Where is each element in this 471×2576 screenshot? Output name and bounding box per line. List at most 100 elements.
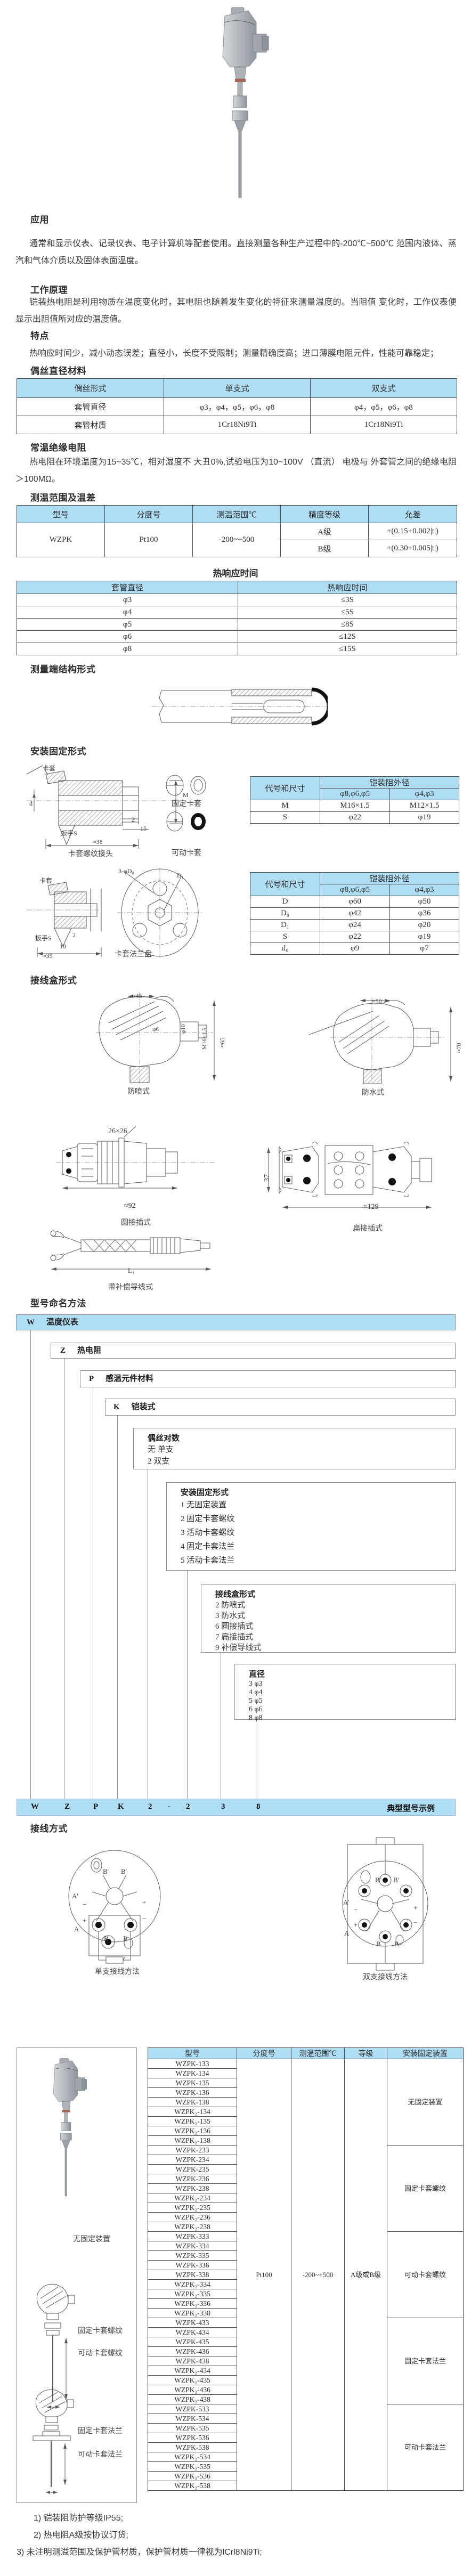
model-cell: WZPK₂-334 <box>148 2279 237 2289</box>
round-connector-caption: 圆接插式 <box>121 1219 151 1227</box>
mounting-header: 铠装阻外径 <box>319 872 460 884</box>
mounting-cell: φ42 <box>320 907 390 920</box>
model-cell: WZPK-134 <box>148 2068 237 2078</box>
model-cell: WZPK-536 <box>148 2433 237 2443</box>
response-cell: ≤3S <box>238 594 457 606</box>
mounting-cell: φ22 <box>320 931 390 943</box>
naming-level-title: 接线盒形式 <box>215 1590 256 1599</box>
response-header: 套管直径 <box>17 581 238 594</box>
naming-option: 2 防喷式 <box>215 1601 246 1610</box>
dim-label: d <box>29 800 33 807</box>
dim-label: M <box>183 791 189 799</box>
section-title-insulation: 常温绝缘电阻 <box>30 443 86 453</box>
range-cell: -200~+500 <box>291 2059 345 2491</box>
response-header: 热响应时间 <box>238 581 457 594</box>
application-paragraph: 通常和显示仪表、记录仪表、电子计算机等配套使用。直接测量各种生产过程中的-200… <box>15 239 457 265</box>
naming-option: 2 固定卡套螺纹 <box>181 1515 235 1523</box>
naming-connector-line <box>187 1571 188 1799</box>
model-cell: WZPK₂-136 <box>148 2126 237 2136</box>
model-cell: WZPK-433 <box>148 2318 237 2328</box>
mounting-cell: φ50 <box>389 896 460 908</box>
model-cell: WZPK-434 <box>148 2327 237 2337</box>
model-cell: WZPK-438 <box>148 2356 237 2366</box>
dim-label: A' <box>72 1892 78 1900</box>
model-cell: WZPK-436 <box>148 2346 237 2356</box>
wire-header: 偶丝形式 <box>17 378 164 398</box>
naming-example-char: 8 <box>256 1802 261 1811</box>
dim-label: ≈45 <box>132 992 142 999</box>
model-cell: WZPK₂-535 <box>148 2461 237 2472</box>
dim-label: 3-φD₀ <box>118 867 134 875</box>
mounting-table-thread: 代号和尺寸 铠装阻外径 φ8,φ6,φ5 φ4,φ3 M M16×1.5 M12… <box>250 776 460 824</box>
naming-connector-line <box>30 1330 31 1799</box>
dim-label: 2 <box>132 816 135 823</box>
mount-group-cell: 无固定装置 <box>387 2059 464 2146</box>
dim-label: B <box>104 1935 109 1943</box>
naming-option: 5 φ5 <box>249 1697 263 1705</box>
naming-option: 6 圆接插式 <box>215 1622 254 1631</box>
junction-water-drawing: ≈50 ≈70 <box>309 997 469 1100</box>
model-cell: WZPK-136 <box>148 2087 237 2098</box>
selection-header: 等级 <box>344 2047 387 2059</box>
dim-label: 卡套 <box>43 765 56 772</box>
section-title-principle: 工作原理 <box>30 285 68 295</box>
grade-cell: A级或B级 <box>344 2059 387 2491</box>
grade-cell: A级 <box>280 523 369 540</box>
section-title-features: 特点 <box>30 331 49 341</box>
graduation-cell: Pt100 <box>237 2059 291 2491</box>
model-cell: WZPK-334 <box>148 2241 237 2251</box>
dim-label: ≈70 <box>455 1043 462 1053</box>
naming-example-char: W <box>31 1802 39 1811</box>
naming-level-label: 温度仪表 <box>46 1318 79 1327</box>
range-tolerance-table: 型号 分度号 测温范围℃ 精度等级 允差 WZPK Pt100 -200~+50… <box>17 505 457 557</box>
naming-option: 2 双支 <box>148 1457 170 1466</box>
dim-label: ≈50 <box>372 997 382 1005</box>
mounting-cell: S <box>250 811 320 824</box>
wire-header: 单支式 <box>164 378 311 398</box>
dim-label: B' <box>375 1876 381 1884</box>
selection-header: 测温范围℃ <box>291 2047 345 2059</box>
naming-level-label: 铠装式 <box>131 1402 156 1411</box>
dim-label: − <box>413 1919 418 1927</box>
dim-label: ≈92 <box>124 1202 136 1210</box>
dim-label: ≈65 <box>218 1037 226 1047</box>
round-connector-drawing: 26×26≈92 <box>56 1125 216 1226</box>
dim-label: φ6 <box>152 1026 159 1033</box>
naming-option: 7 扁接插式 <box>215 1633 254 1642</box>
dim-label: 2 <box>72 931 76 939</box>
response-cell: φ8 <box>17 643 238 655</box>
dim-label: ≈129 <box>363 1203 379 1211</box>
panel-caption-movable-thread: 可动卡套螺纹 <box>78 2350 123 2358</box>
mounting-cell: φ20 <box>389 919 460 931</box>
note-2: 2) 热电阻A级按协议订货; <box>34 2531 128 2540</box>
section-title-tip: 测量端结构形式 <box>30 664 96 675</box>
features-paragraph: 热响应时间少，减小动态误差；直径小，长度不受限制；测量精确度高；进口薄膜电阻元件… <box>29 349 439 358</box>
response-cell: φ3 <box>17 594 238 606</box>
tolerance-cell: +(0.30+0.005|t|) <box>368 540 457 557</box>
response-time-table: 套管直径 热响应时间 φ3≤3S φ4≤5S φ5≤8S φ6≤12S φ8≤1… <box>17 581 457 655</box>
mounting-cell: d₀ <box>250 942 320 955</box>
wire-cell: 套管材质 <box>17 416 164 434</box>
dim-label: 卡套 <box>39 877 53 884</box>
dim-label: − <box>83 1900 87 1908</box>
model-cell: WZPK₂-435 <box>148 2375 237 2385</box>
response-cell: ≤15S <box>238 643 457 655</box>
panel-flange-drawing <box>33 2389 74 2494</box>
naming-option: 1 无固定装置 <box>181 1501 227 1509</box>
dim-label: L₁ <box>128 1266 135 1274</box>
naming-example-char: 3 <box>221 1802 225 1811</box>
naming-code-letter: P <box>89 1375 94 1383</box>
dim-label: 扳手S <box>61 830 77 837</box>
dim-label: B' <box>121 1867 127 1875</box>
tolerance-cell: +(0.15+0.002|t|) <box>368 523 457 540</box>
naming-option: 3 φ3 <box>249 1680 263 1688</box>
thread-joint-caption: 卡套螺纹接头 <box>68 850 113 858</box>
wire-cell: 套管直径 <box>17 397 164 416</box>
mounting-subheader: φ8,φ6,φ5 <box>320 884 390 896</box>
